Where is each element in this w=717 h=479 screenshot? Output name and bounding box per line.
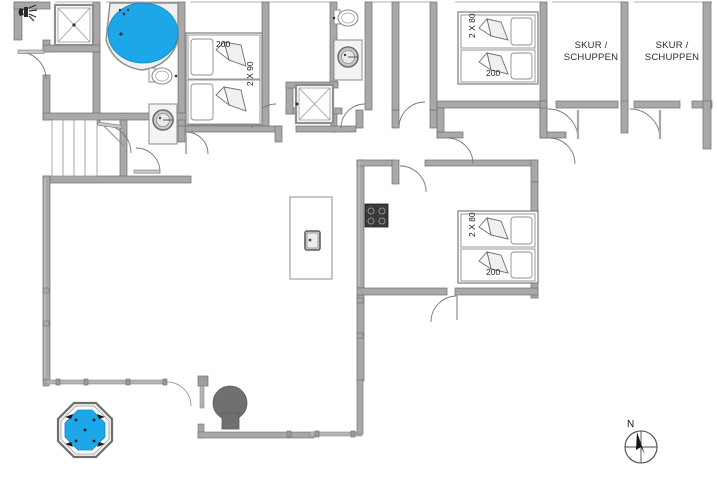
- shower-cabin: [294, 83, 335, 125]
- compass-north-label: N: [627, 419, 635, 430]
- shower-head-icon: [18, 4, 38, 22]
- shower-cabin: [53, 3, 95, 47]
- corner-bathtub: [105, 2, 179, 71]
- bed-width-label: 2 X 90: [245, 61, 255, 86]
- octagonal-hot-tub: [56, 401, 114, 459]
- compass-rose: [624, 430, 658, 464]
- kitchen-island-with-sink: [289, 196, 333, 280]
- cooktop-four-burner: [364, 203, 389, 228]
- bed-length-label: 200: [216, 39, 231, 49]
- terrace-fence: [42, 287, 364, 439]
- washbasin: [333, 39, 363, 81]
- bed-group: [185, 32, 263, 126]
- bed-width-label: 2 X 80: [467, 13, 477, 38]
- round-garden-table: [212, 385, 248, 430]
- walls: [13, 1, 713, 382]
- wall-highlights: [44, 162, 360, 378]
- bed-group: [457, 210, 539, 284]
- bed-length-label: 200: [486, 267, 501, 277]
- staircase: [51, 119, 98, 177]
- bed-group: [457, 11, 539, 85]
- toilet: [148, 67, 178, 85]
- washbasin: [148, 103, 178, 145]
- bed-length-label: 200: [486, 68, 501, 78]
- toilet: [332, 9, 359, 27]
- doors: [17, 49, 662, 323]
- bed-width-label: 2 X 80: [467, 212, 477, 237]
